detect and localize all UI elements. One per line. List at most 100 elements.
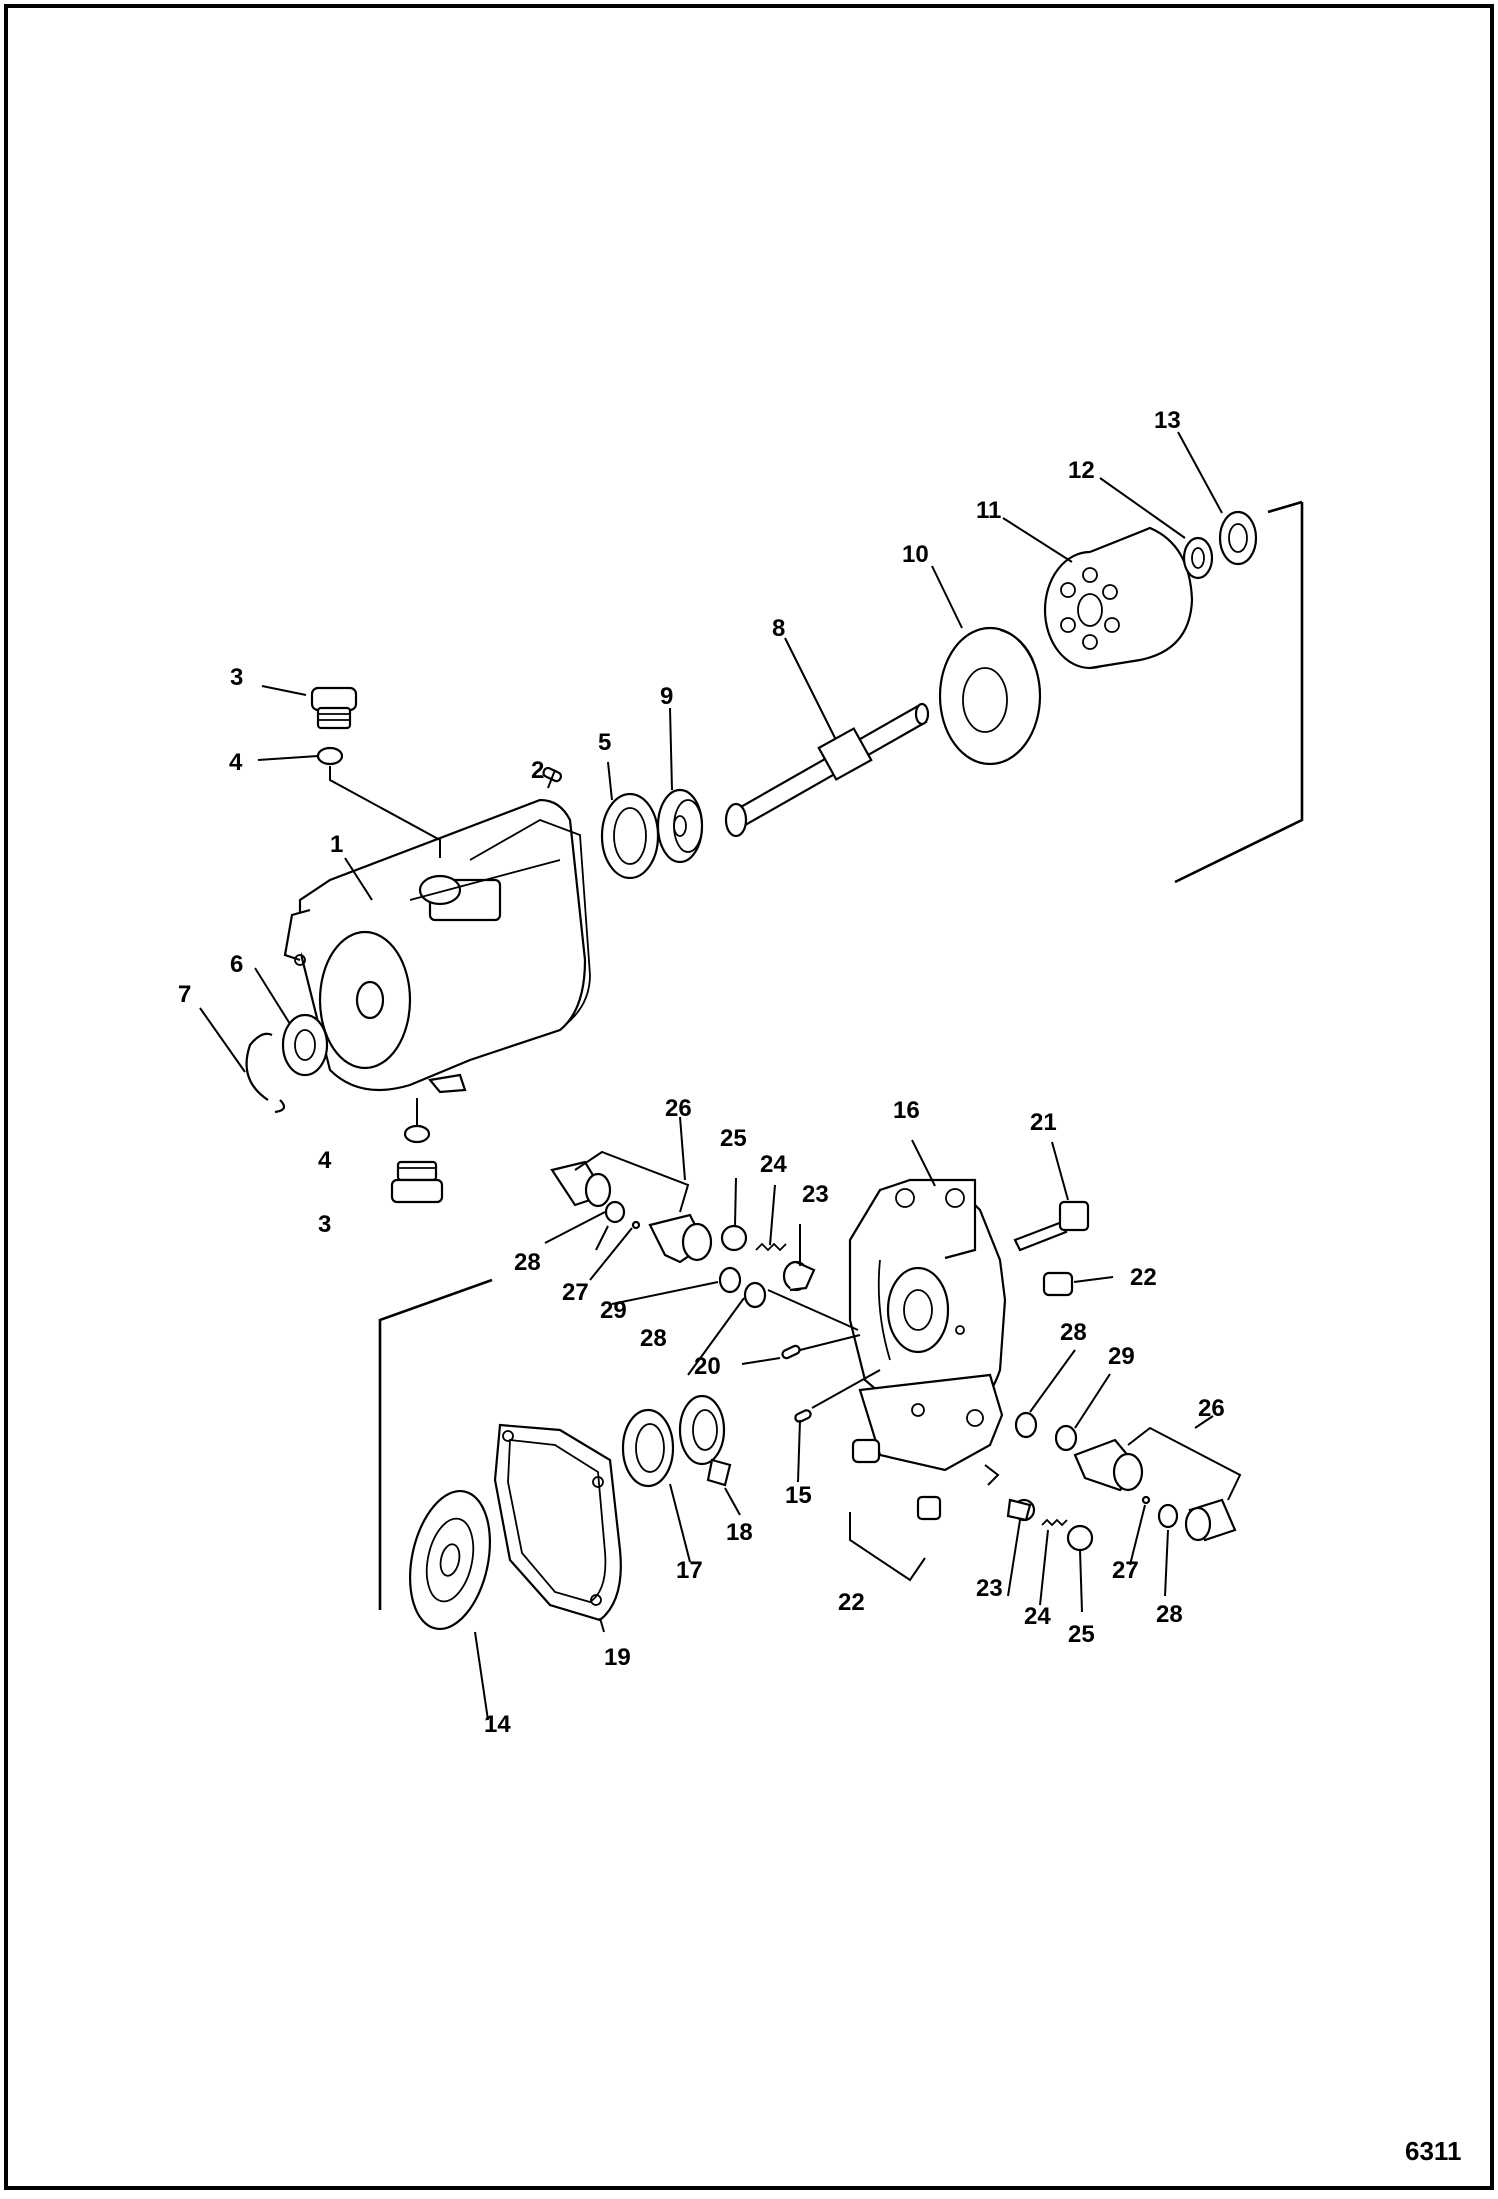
part-23-poppet-right	[1006, 1498, 1036, 1522]
part-19-gasket	[493, 1423, 622, 1622]
part-29-oring-left	[718, 1266, 742, 1294]
callout-28-left: 28	[514, 1249, 541, 1276]
part-23-poppet-left	[782, 1260, 816, 1292]
part-26-relief-valve-right	[1073, 1438, 1237, 1542]
callout-25-right: 25	[1068, 1621, 1095, 1648]
part-29-oring-right	[1054, 1424, 1078, 1452]
callout-28-right-lower: 28	[1156, 1601, 1183, 1628]
connector-plug-to-housing	[329, 766, 441, 858]
part-18-seal	[678, 1394, 732, 1487]
callout-8: 8	[772, 615, 785, 642]
callout-1: 1	[330, 831, 343, 858]
part-28-oring-right-lower	[1157, 1503, 1179, 1529]
callout-28-center: 28	[640, 1325, 667, 1352]
part-25-cap-left	[720, 1224, 748, 1252]
part-28-oring-left	[604, 1200, 626, 1224]
callout-21: 21	[1030, 1109, 1057, 1136]
callout-24-left: 24	[760, 1151, 787, 1178]
part-27-ring-left	[631, 1220, 641, 1230]
callout-5: 5	[598, 729, 611, 756]
page-border	[4, 4, 1494, 2190]
part-16-valve-lower-block	[858, 1373, 1004, 1472]
callout-26-right: 26	[1198, 1395, 1225, 1422]
callout-23-left: 23	[802, 1181, 829, 1208]
callout-12: 12	[1068, 457, 1095, 484]
part-9-roller-bearing	[656, 788, 704, 864]
part-7-snap-ring	[245, 1032, 286, 1114]
callout-15: 15	[785, 1482, 812, 1509]
part-24-spring-left	[755, 1242, 787, 1252]
callout-23-right: 23	[976, 1575, 1003, 1602]
callout-19: 19	[604, 1644, 631, 1671]
callout-14: 14	[484, 1711, 511, 1738]
part-22-plug-lower-right	[916, 1495, 942, 1521]
connector-lower-right	[984, 1464, 1000, 1486]
part-22-plug-right	[1042, 1271, 1074, 1297]
callout-18: 18	[726, 1519, 753, 1546]
callout-2: 2	[531, 757, 544, 784]
part-17-ring	[621, 1408, 675, 1488]
connector-oring-to-body	[767, 1289, 859, 1331]
part-27-ring-right	[1141, 1495, 1151, 1505]
drawing-number: 6311	[1405, 2136, 1461, 2166]
callout-13: 13	[1154, 407, 1181, 434]
part-4-oring-bottom	[403, 1124, 431, 1144]
callout-3-bottom: 3	[318, 1211, 331, 1238]
part-6-bearing	[281, 1013, 329, 1077]
callout-24-right: 24	[1024, 1603, 1051, 1630]
part-24-spring-right	[1041, 1518, 1068, 1527]
callout-22-lower: 22	[838, 1589, 865, 1616]
callout-29-right: 29	[1108, 1343, 1135, 1370]
part-11-cylinder-block	[1043, 526, 1194, 670]
callout-29-left: 29	[600, 1297, 627, 1324]
part-8-shaft	[724, 702, 930, 838]
callout-labels: 1 2 3 3 4 4 5 6 7 8 9 10 11 12 13 14 15 …	[178, 407, 1225, 1738]
callout-6: 6	[230, 951, 243, 978]
part-12-spacer	[1182, 536, 1214, 580]
callout-9: 9	[660, 683, 673, 710]
bracket-26-left	[574, 1150, 690, 1213]
callout-28-right-upper: 28	[1060, 1319, 1087, 1346]
part-14-valve-plate	[408, 1489, 492, 1631]
callout-4-bottom: 4	[318, 1147, 332, 1174]
part-28-oring-right-upper	[1014, 1411, 1038, 1439]
part-5-bearing-ring	[600, 792, 660, 880]
callout-16: 16	[893, 1097, 920, 1124]
callout-11: 11	[976, 497, 1001, 524]
part-21-bolt	[1013, 1200, 1090, 1252]
callout-25-left: 25	[720, 1125, 747, 1152]
bracket-lower-left	[378, 1278, 493, 1610]
part-22-plug-lower-left	[851, 1438, 881, 1464]
bracket-22-lower	[849, 1512, 926, 1582]
part-20-pin	[781, 1344, 801, 1360]
part-3-plug-bottom	[390, 1160, 444, 1204]
leader-lines	[199, 431, 1223, 1721]
part-16-valve-body	[848, 1178, 1007, 1412]
part-26-relief-valve-left	[550, 1160, 713, 1264]
bracket-upper-right	[1174, 502, 1304, 884]
part-3-plug-top	[310, 686, 358, 730]
callout-10: 10	[902, 541, 929, 568]
callout-17: 17	[676, 1557, 703, 1584]
callout-20: 20	[694, 1353, 721, 1380]
callout-4-top: 4	[229, 749, 243, 776]
callout-3-top: 3	[230, 664, 243, 691]
part-25-cap-right	[1066, 1524, 1094, 1552]
bracket-upper-right-tick	[1267, 500, 1303, 514]
part-15-pin	[794, 1409, 812, 1423]
part-28-oring-center	[743, 1281, 767, 1309]
part-4-oring-top	[316, 746, 344, 766]
connector-pin-15	[811, 1369, 881, 1409]
callout-27-right: 27	[1112, 1557, 1139, 1584]
bracket-26-right	[1127, 1426, 1242, 1501]
callout-7: 7	[178, 981, 191, 1008]
part-1-motor-housing	[283, 798, 591, 1094]
callout-27-left: 27	[562, 1279, 589, 1306]
callout-22-right: 22	[1130, 1264, 1157, 1291]
part-13-end-bearing	[1218, 510, 1258, 566]
callout-26-left: 26	[665, 1095, 692, 1122]
connector-pin-20	[799, 1334, 861, 1351]
part-10-swash-plate	[938, 626, 1042, 766]
